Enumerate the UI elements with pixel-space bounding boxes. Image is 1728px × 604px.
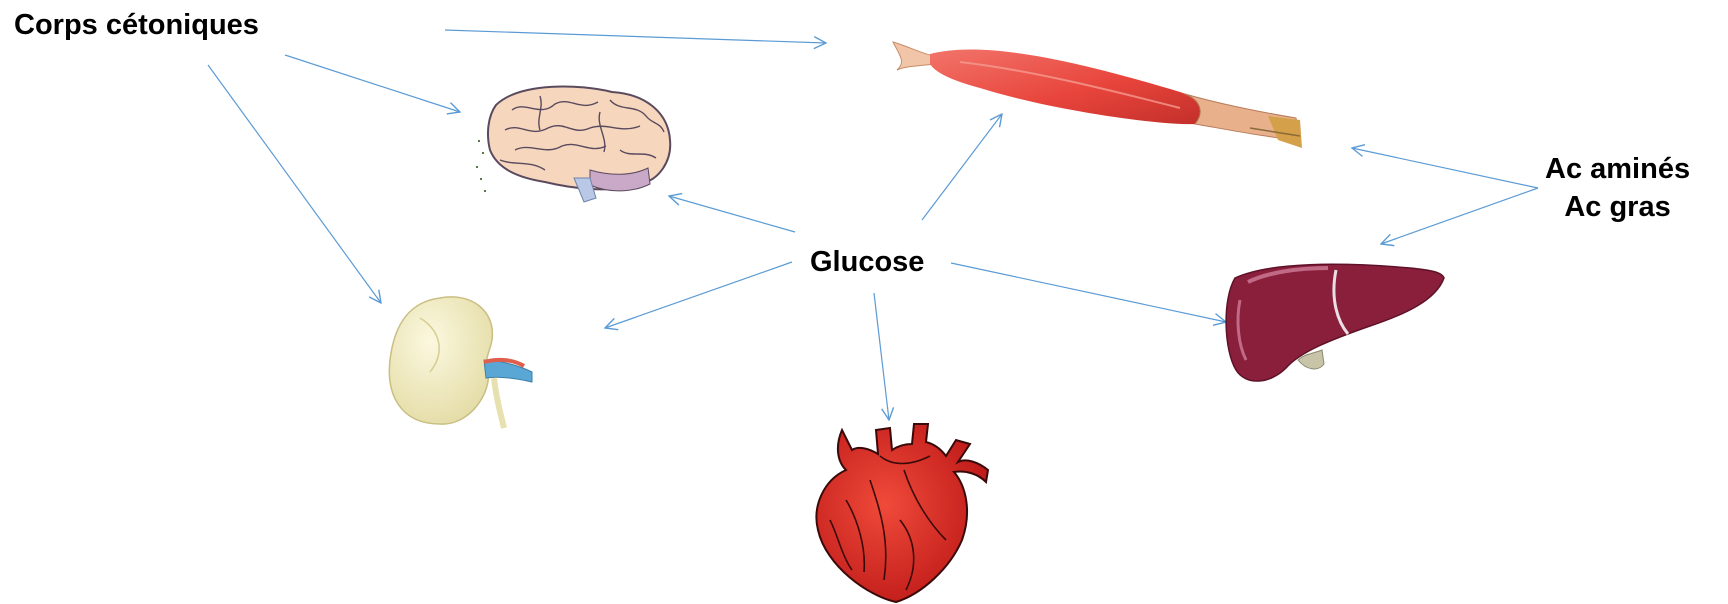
- brain-illustration: [476, 86, 670, 202]
- arrow-glucose-to-heart: [874, 293, 889, 420]
- fatty-acids-label: Ac gras: [1545, 188, 1690, 226]
- arrow-glucose-to-liver: [951, 263, 1226, 322]
- arrow-acids-to-liver: [1381, 188, 1538, 244]
- liver-illustration: [1226, 264, 1444, 381]
- arrow-ketones-to-muscle: [445, 30, 826, 43]
- amino-acids-label: Ac aminés: [1545, 150, 1690, 188]
- arrow-glucose-to-brain: [669, 196, 795, 232]
- ketone-bodies-label: Corps cétoniques: [14, 6, 259, 44]
- arrow-ketones-to-kidney: [208, 65, 381, 303]
- arrow-glucose-to-muscle: [922, 114, 1002, 220]
- kidney-illustration: [389, 297, 532, 428]
- arrow-acids-to-muscle: [1352, 148, 1538, 188]
- heart-illustration: [816, 424, 988, 602]
- glucose-label: Glucose: [810, 243, 924, 281]
- arrow-glucose-to-kidney: [605, 262, 792, 328]
- arrow-ketones-to-brain: [285, 55, 460, 112]
- muscle-illustration: [893, 42, 1302, 148]
- acids-label: Ac aminés Ac gras: [1545, 150, 1690, 226]
